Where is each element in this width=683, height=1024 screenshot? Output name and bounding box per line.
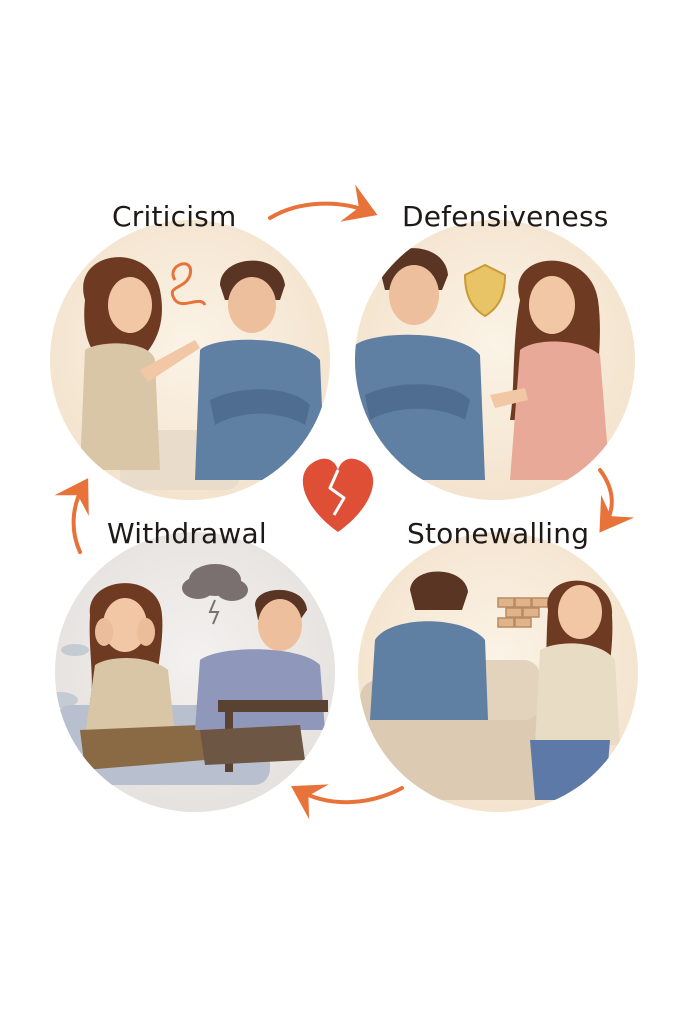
withdrawal-scene bbox=[55, 532, 335, 812]
arrow-withdrawal-to-criticism bbox=[54, 478, 89, 554]
shield-icon bbox=[463, 263, 507, 318]
speech-scribble-icon bbox=[170, 262, 207, 306]
storm-cloud-icon bbox=[182, 564, 248, 625]
criticism-scene bbox=[50, 220, 330, 500]
stage-label-criticism: Criticism bbox=[112, 200, 237, 233]
broken-heart-icon bbox=[302, 458, 374, 532]
defensiveness-scene bbox=[355, 220, 635, 500]
stage-label-defensiveness: Defensiveness bbox=[402, 200, 609, 233]
stage-label-withdrawal: Withdrawal bbox=[107, 517, 267, 550]
stonewalling-scene bbox=[358, 532, 638, 812]
arrow-criticism-to-defensiveness bbox=[268, 184, 378, 222]
brick-wall-icon bbox=[497, 597, 549, 628]
stage-label-stonewalling: Stonewalling bbox=[407, 517, 590, 550]
arrow-defensiveness-to-stonewalling bbox=[598, 468, 635, 533]
arrow-stonewalling-to-withdrawal bbox=[291, 784, 404, 820]
